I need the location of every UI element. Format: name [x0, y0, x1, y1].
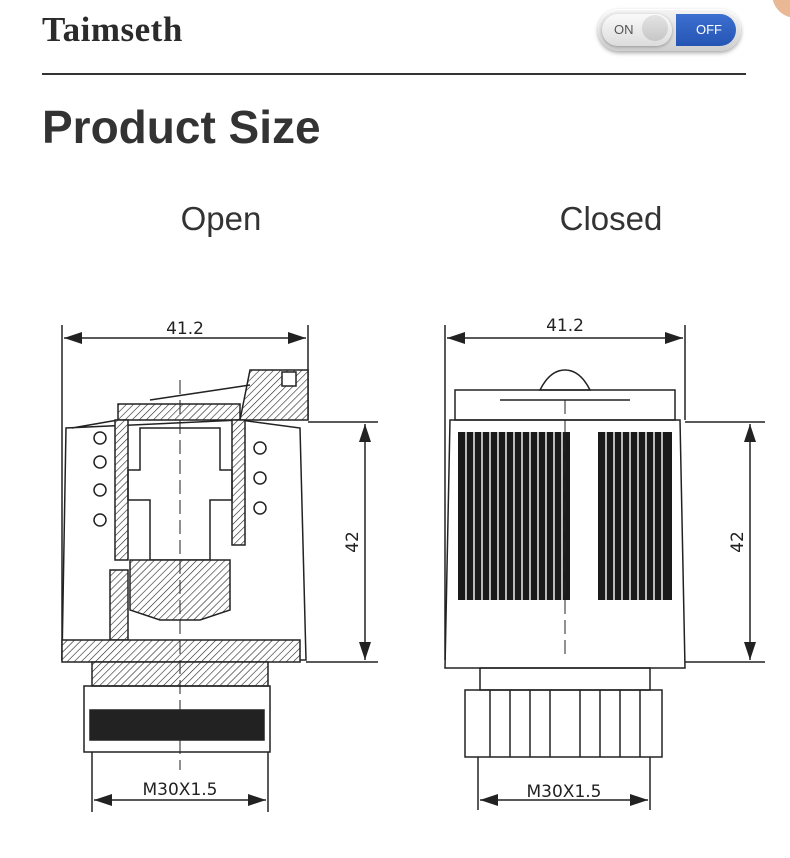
open-section-drawing	[61, 325, 378, 812]
toggle-knob[interactable]	[642, 15, 668, 41]
closed-thread-dimension: M30X1.5	[527, 782, 602, 802]
open-view-label: Open	[180, 200, 262, 237]
page-title: Product Size	[42, 101, 321, 153]
open-height-dimension: 42	[343, 531, 363, 553]
toggle-off-side[interactable]: OFF	[676, 14, 736, 46]
open-width-dimension: 41.2	[166, 319, 204, 339]
closed-width-dimension: 41.2	[546, 316, 584, 336]
toggle-off-label: OFF	[696, 22, 722, 37]
toggle-on-label: ON	[614, 22, 634, 37]
header-divider	[42, 73, 746, 75]
closed-exterior-drawing	[444, 325, 765, 810]
brand-logo: Taimseth	[42, 10, 183, 49]
closed-height-dimension: 42	[728, 531, 748, 553]
open-thread-dimension: M30X1.5	[143, 780, 218, 800]
closed-view-label: Closed	[559, 200, 663, 237]
on-off-toggle[interactable]: ON OFF	[598, 9, 741, 51]
